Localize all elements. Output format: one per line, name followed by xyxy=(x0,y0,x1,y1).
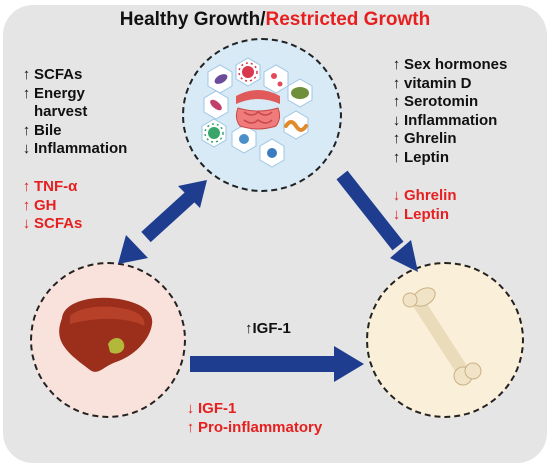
trend-arrow-icon: ↑ xyxy=(392,56,401,73)
item-label: GH xyxy=(34,196,57,214)
trend-arrow-icon: ↓ xyxy=(392,111,401,129)
trend-arrow-icon: ↑ xyxy=(392,93,401,110)
list-item: ↑Bile xyxy=(22,122,127,141)
item-label: Serotomin xyxy=(404,93,479,110)
item-label: Bile xyxy=(34,121,62,139)
gut-bone-arrow xyxy=(336,170,418,272)
item-label: IGF-1 xyxy=(198,400,237,417)
list-item: ↑Energy xyxy=(22,85,127,104)
list-item: ↓Inflammation xyxy=(22,140,128,159)
list-item: ↑GH xyxy=(22,197,82,216)
trend-arrow-icon: ↓ xyxy=(22,215,31,232)
list-item: ↓Inflammation xyxy=(392,112,507,131)
liver-bone-arrow xyxy=(190,346,364,382)
trend-arrow-icon: ↓ xyxy=(392,187,401,204)
item-label: SCFAs xyxy=(34,66,83,83)
trend-arrow-icon: ↑ xyxy=(22,178,31,195)
trend-arrow-icon: ↓ xyxy=(392,205,401,223)
bone-effects-restricted: ↓Ghrelin↓Leptin xyxy=(392,187,457,224)
list-item: ↑Leptin xyxy=(392,149,507,168)
liver-bone-restricted: ↓IGF-1↑Pro-inflammatory xyxy=(186,400,322,437)
diagram-title: Healthy Growth/Restricted Growth xyxy=(0,9,550,31)
trend-arrow-icon: ↑ xyxy=(22,196,31,214)
list-item: ↑Ghrelin xyxy=(392,130,507,149)
item-label: harvest xyxy=(34,103,88,120)
list-item: ↑Pro-inflammatory xyxy=(186,419,322,438)
gut-effects-restricted: ↑TNF-α↑GH↓SCFAs xyxy=(22,178,83,234)
liver-bone-healthy-label: ↑IGF-1 xyxy=(245,320,291,337)
item-label: Ghrelin xyxy=(404,187,457,204)
item-label: Inflammation xyxy=(34,140,128,157)
trend-arrow-icon: ↑ xyxy=(186,418,195,436)
liver-icon xyxy=(59,297,153,372)
list-item: ↓Leptin xyxy=(392,206,457,225)
item-label: Energy xyxy=(34,84,85,102)
list-item: ↑vitamin D xyxy=(392,75,507,94)
item-label: Inflammation xyxy=(404,111,498,129)
item-label: Sex hormones xyxy=(404,56,508,73)
trend-arrow-icon: ↑ xyxy=(392,74,401,92)
trend-arrow-icon: ↓ xyxy=(22,140,31,157)
item-label: Leptin xyxy=(404,205,449,223)
gut-microbiota-icon xyxy=(201,57,313,168)
item-label: vitamin D xyxy=(404,74,472,92)
gut-liver-double-arrow xyxy=(118,180,207,264)
trend-arrow-icon: ↑ xyxy=(22,121,31,139)
trend-arrow-icon: ↓ xyxy=(186,400,195,417)
item-label: Pro-inflammatory xyxy=(198,418,323,436)
list-item: ↓IGF-1 xyxy=(186,400,322,419)
list-item: ↑TNF-α xyxy=(22,178,82,197)
list-item: ↑SCFAs xyxy=(22,66,127,85)
trend-arrow-icon: ↑ xyxy=(392,148,401,166)
item-label: Ghrelin xyxy=(404,130,457,147)
trend-arrow-icon: ↑ xyxy=(22,84,31,102)
trend-arrow-icon: ↑ xyxy=(22,66,31,83)
list-item: ↑Sex hormones xyxy=(392,56,508,75)
item-label: TNF-α xyxy=(34,178,78,195)
title-healthy: Healthy Growth/ xyxy=(119,9,266,30)
bone-effects-healthy: ↑Sex hormones↑vitamin D↑Serotomin↓Inflam… xyxy=(392,56,508,168)
list-item: ↓Ghrelin xyxy=(392,187,457,206)
igf-up-arrow: ↑ xyxy=(245,320,253,337)
list-item: ↑Serotomin xyxy=(392,93,507,112)
igf-up-text: IGF-1 xyxy=(252,320,291,337)
item-label: Leptin xyxy=(404,148,449,166)
title-restricted: Restricted Growth xyxy=(265,9,431,30)
trend-arrow-icon: ↑ xyxy=(392,130,401,147)
list-item: harvest xyxy=(22,103,127,122)
list-item: ↓SCFAs xyxy=(22,215,83,234)
bone-icon xyxy=(402,287,482,386)
item-label: SCFAs xyxy=(34,215,83,232)
